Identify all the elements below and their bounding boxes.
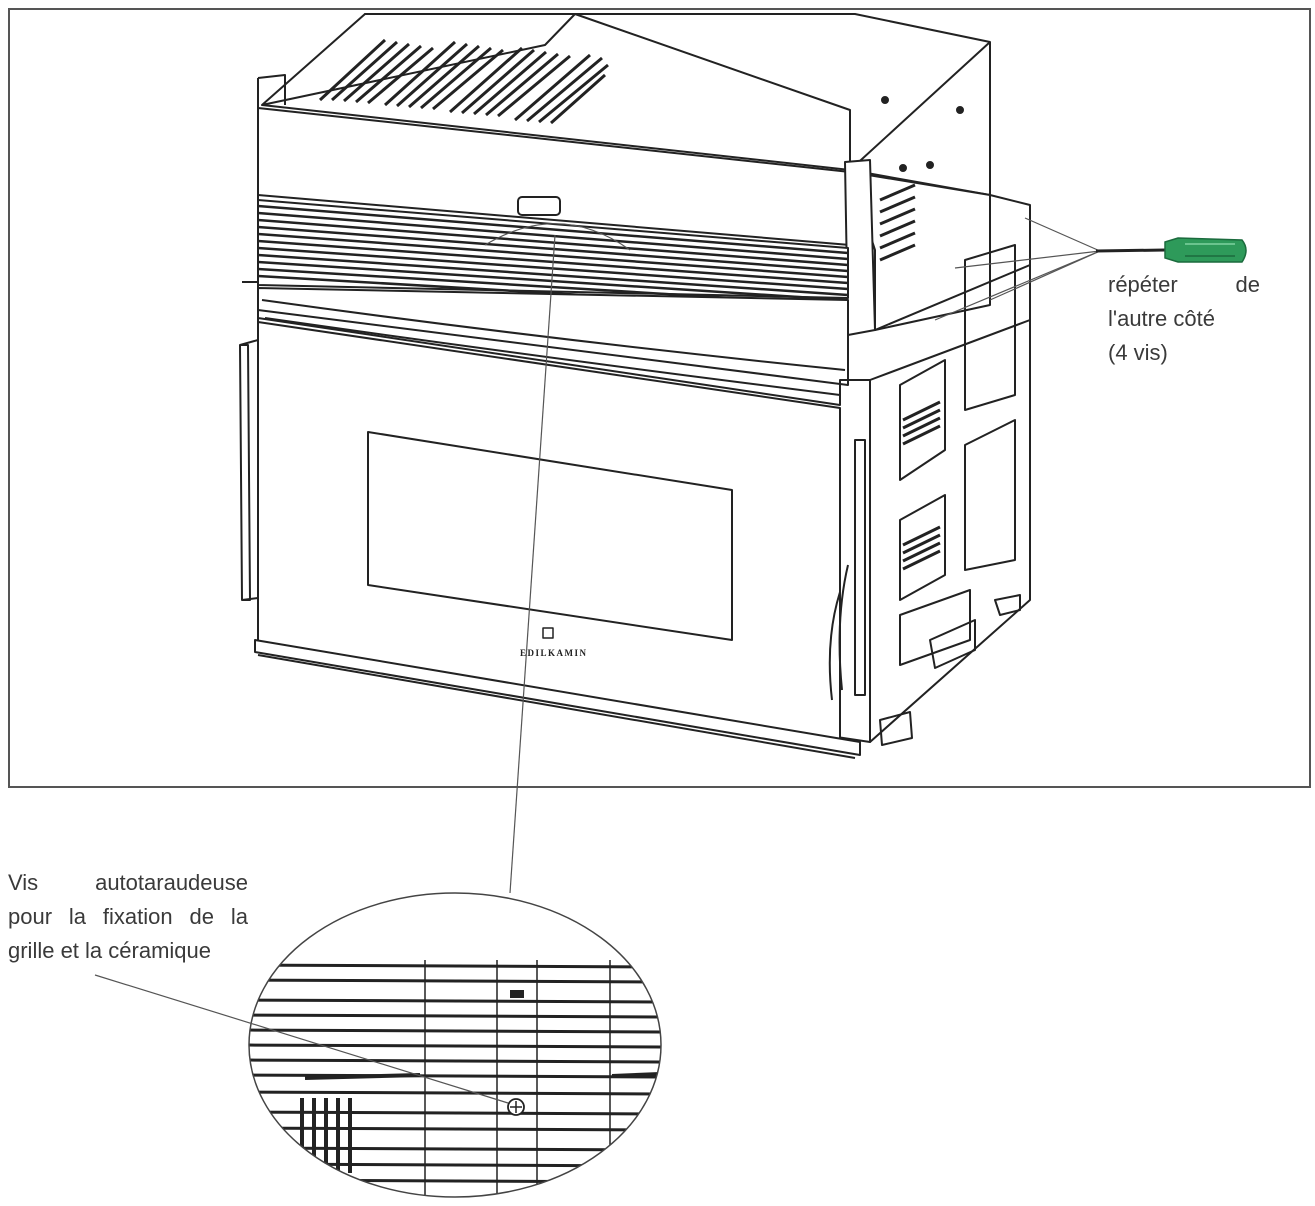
detail-zoom (249, 893, 661, 1197)
screw-line-2: pour la fixation de la (8, 904, 248, 929)
brand-logo-icon: EDILKAMIN (520, 627, 587, 658)
screw-pointer-lines (934, 217, 1101, 321)
self-tapping-screw-label: Vis autotaraudeuse pour la fixation de l… (8, 866, 248, 968)
zoom-source-arc (484, 223, 631, 251)
repeat-other-side-label: répéter de l'autre côté (4 vis) (1108, 268, 1260, 370)
zoom-callout-line (509, 234, 556, 894)
top-vents (318, 38, 609, 125)
screw-line-1: Vis autotaraudeuse (8, 870, 248, 895)
repeat-line-2: l'autre côté (1108, 306, 1215, 331)
detail-zoom-outline (248, 892, 662, 1198)
repeat-line-1: répéter de (1108, 272, 1260, 297)
repeat-line-3: (4 vis) (1108, 340, 1168, 365)
screwdriver-icon (1095, 237, 1247, 263)
main-frame (8, 8, 1311, 788)
stove-drawing: EDILKAMIN (239, 13, 1031, 759)
brand-logo-text: EDILKAMIN (520, 648, 587, 658)
screw-pointer-line (94, 974, 509, 1104)
screw-icon (507, 1098, 525, 1116)
screw-line-3: grille et la céramique (8, 938, 211, 963)
